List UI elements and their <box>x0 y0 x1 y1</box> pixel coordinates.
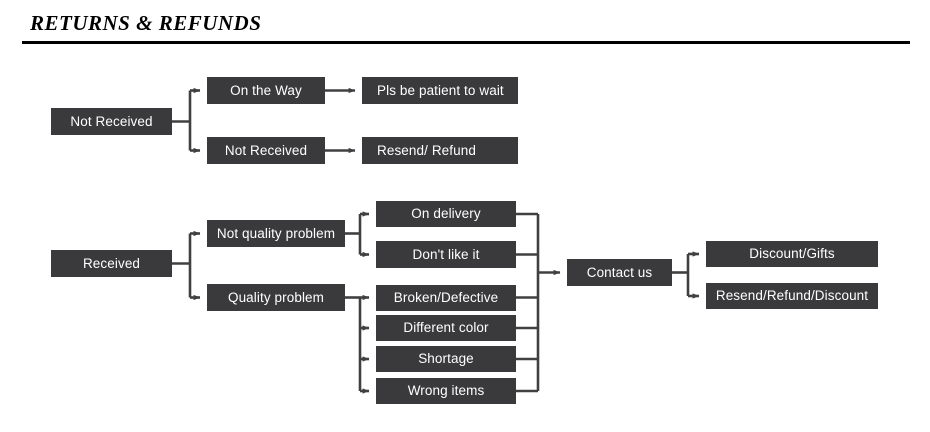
node-label: Resend/ Refund <box>377 142 476 158</box>
node-discount-gifts[interactable]: Discount/Gifts <box>706 241 878 267</box>
node-label: Shortage <box>418 351 474 367</box>
node-label: On the Way <box>230 82 302 98</box>
node-label: On delivery <box>411 206 481 222</box>
node-label: Broken/Defective <box>393 290 499 306</box>
node-label: Discount/Gifts <box>749 246 835 262</box>
node-label: Not Received <box>70 113 153 129</box>
node-shortage[interactable]: Shortage <box>376 346 516 372</box>
node-different-color[interactable]: Different color <box>376 315 516 341</box>
node-not-received-root[interactable]: Not Received <box>51 108 172 135</box>
page-title: RETURNS & REFUNDS <box>30 11 262 35</box>
node-dont-like-it[interactable]: Don't like it <box>376 241 516 268</box>
node-pls-be-patient[interactable]: Pls be patient to wait <box>362 77 518 104</box>
node-label: Don't like it <box>412 246 480 262</box>
node-broken-defective[interactable]: Broken/Defective <box>376 285 516 311</box>
node-label: Wrong items <box>407 383 485 399</box>
node-label: Pls be patient to wait <box>377 82 504 98</box>
node-not-received-child[interactable]: Not Received <box>207 137 325 164</box>
node-label: Not Received <box>224 142 308 158</box>
node-label: Not quality problem <box>216 225 336 241</box>
node-label: Resend/Refund/Discount <box>715 288 869 304</box>
node-on-the-way[interactable]: On the Way <box>207 77 325 104</box>
node-label: Quality problem <box>227 289 325 305</box>
header-divider <box>22 41 910 44</box>
node-not-quality-problem[interactable]: Not quality problem <box>207 220 345 247</box>
node-resend-refund[interactable]: Resend/ Refund <box>362 137 518 164</box>
node-resend-refund-disc[interactable]: Resend/Refund/Discount <box>706 283 878 309</box>
node-on-delivery[interactable]: On delivery <box>376 201 516 227</box>
node-contact-us[interactable]: Contact us <box>567 259 672 286</box>
node-label: Contact us <box>586 264 653 280</box>
node-label: Received <box>82 255 141 271</box>
node-wrong-items[interactable]: Wrong items <box>376 378 516 404</box>
node-label: Different color <box>403 320 489 336</box>
node-received-root[interactable]: Received <box>51 250 172 277</box>
node-quality-problem[interactable]: Quality problem <box>207 284 345 311</box>
